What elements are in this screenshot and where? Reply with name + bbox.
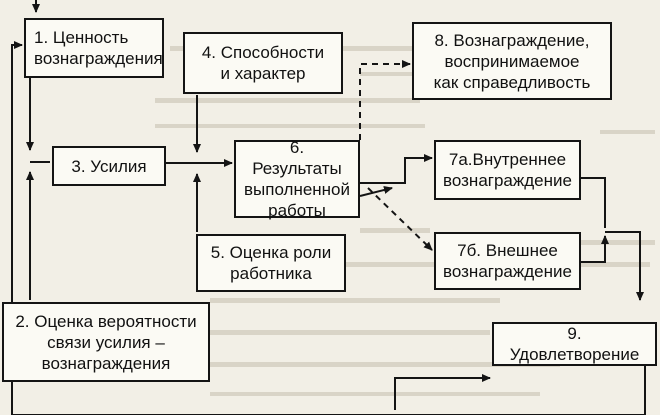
node-4-label: 4. Способности и характер: [201, 43, 325, 83]
node-8-fair-reward: 8. Вознаграждение, воспринимаемое как сп…: [412, 22, 612, 100]
node-7b-label: 7б. Внешнее вознаграждение: [443, 241, 572, 281]
node-2-effort-reward-probability: 2. Оценка вероятности связи усилия – воз…: [2, 302, 210, 382]
node-2-label: 2. Оценка вероятности связи усилия – воз…: [15, 311, 197, 373]
node-3-effort: 3. Усилия: [52, 146, 166, 186]
edge-6-to-7a: [360, 154, 433, 184]
node-9-label: 9. Удовлетворение: [509, 324, 640, 364]
node-9-satisfaction: 9. Удовлетворение: [492, 322, 657, 366]
node-3-label: 3. Усилия: [71, 156, 147, 176]
node-1-label: 1. Ценность вознаграждения: [34, 28, 163, 68]
node-5-role-perception: 5. Оценка роли работника: [196, 234, 346, 292]
edge-junction-to-9: [605, 231, 644, 301]
node-7a-label: 7а.Внутреннее вознаграждение: [443, 150, 572, 190]
node-5-label: 5. Оценка роли работника: [210, 243, 332, 283]
edge-7b-to-9: [581, 235, 609, 263]
node-7b-extrinsic-reward: 7б. Внешнее вознаграждение: [434, 232, 581, 290]
node-1-reward-value: 1. Ценность вознаграждения: [24, 18, 164, 78]
edge-6-to-7b-dashed: [367, 187, 433, 251]
edge-loop-to-2: [394, 374, 491, 410]
edge-6-to-8-dashed: [359, 60, 411, 140]
node-4-abilities-character: 4. Способности и характер: [183, 32, 343, 94]
node-6-label: 6. Результаты выполненной работы: [243, 138, 351, 220]
node-6-performance: 6. Результаты выполненной работы: [234, 138, 360, 220]
edge-7a-to-9: [581, 177, 606, 228]
node-7a-intrinsic-reward: 7а.Внутреннее вознаграждение: [434, 140, 581, 200]
edge-6-to-7a-short: [359, 186, 393, 197]
node-8-label: 8. Вознаграждение, воспринимаемое как сп…: [433, 30, 591, 92]
edge-9-to-1: [11, 41, 646, 415]
